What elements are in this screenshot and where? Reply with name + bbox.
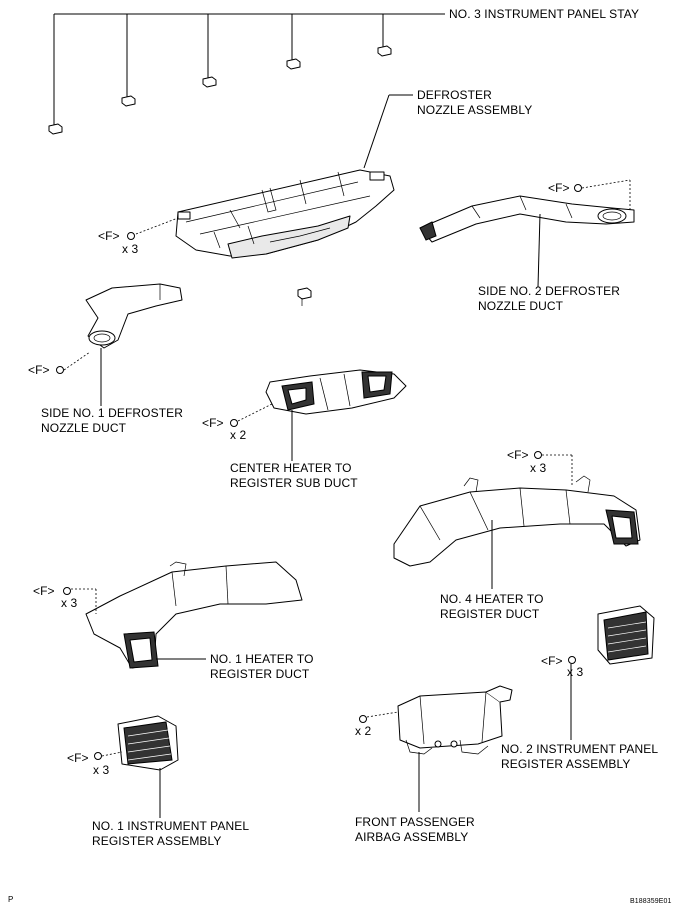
label-center-line1: CENTER HEATER TO (230, 461, 352, 475)
side-no2-screw (574, 179, 631, 210)
panel-stay-clip (48, 45, 392, 135)
no1-duct-qty: x 3 (61, 596, 78, 610)
label-panel-stay: NO. 3 INSTRUMENT PANEL STAY (449, 7, 640, 21)
label-no1-register-line1: NO. 1 INSTRUMENT PANEL (92, 819, 250, 833)
label-airbag-line1: FRONT PASSENGER (355, 815, 475, 829)
no1-register-f-tag: <F> (67, 751, 89, 765)
no1-register-screw (94, 751, 123, 760)
label-no1-duct-line2: REGISTER DUCT (210, 667, 310, 681)
label-side2-line2: NOZZLE DUCT (478, 299, 564, 313)
center-sub-screw (230, 403, 273, 427)
label-no4-line1: NO. 4 HEATER TO (440, 592, 544, 606)
no1-register-qty: x 3 (93, 763, 110, 777)
label-no2-register-line1: NO. 2 INSTRUMENT PANEL (501, 742, 659, 756)
defroster-f-tag: <F> (98, 229, 120, 243)
label-no1-register-line2: REGISTER ASSEMBLY (92, 834, 222, 848)
no4-f-tag: <F> (507, 448, 529, 462)
figure-code: B188359E01 (630, 898, 672, 905)
no4-heater-duct (393, 475, 641, 567)
no1-duct-f-tag: <F> (33, 584, 55, 598)
no4-qty: x 3 (530, 461, 547, 475)
label-airbag-line2: AIRBAG ASSEMBLY (355, 830, 469, 844)
side2-f-tag: <F> (548, 181, 570, 195)
no1-heater-duct (85, 561, 303, 669)
no4-screw (534, 451, 573, 486)
defroster-qty: x 3 (122, 242, 139, 256)
side-no1-duct (85, 283, 183, 349)
label-center-line2: REGISTER SUB DUCT (230, 476, 358, 490)
no2-register-screw (568, 656, 576, 664)
airbag-qty: x 2 (355, 724, 372, 738)
no1-register (117, 715, 179, 771)
side-no2-duct (419, 195, 635, 243)
label-no4-line2: REGISTER DUCT (440, 607, 540, 621)
label-side1-line1: SIDE NO. 1 DEFROSTER (41, 406, 184, 420)
center-qty: x 2 (230, 428, 247, 442)
corner-mark: P (8, 895, 14, 904)
label-defroster-line2: NOZZLE ASSEMBLY (417, 103, 533, 117)
label-defroster-line1: DEFROSTER (417, 88, 492, 102)
label-no2-register-line2: REGISTER ASSEMBLY (501, 757, 631, 771)
no2-register-f-tag: <F> (541, 654, 563, 668)
center-sub-duct (265, 369, 407, 415)
side-no2-leader-line (537, 213, 541, 288)
airbag-screw (359, 711, 399, 723)
side-no1-screw (56, 351, 91, 374)
airbag-assembly (397, 685, 513, 755)
no2-register (597, 605, 655, 665)
label-no1-duct-line1: NO. 1 HEATER TO (210, 652, 314, 666)
side1-f-tag: <F> (28, 363, 50, 377)
defroster-screw (127, 217, 179, 240)
defroster-leader-line (363, 94, 390, 169)
panel-stay-callout (53, 13, 445, 126)
defroster-nozzle-assembly (175, 169, 395, 306)
label-side2-line1: SIDE NO. 2 DEFROSTER (478, 284, 621, 298)
label-side1-line2: NOZZLE DUCT (41, 421, 127, 435)
no2-register-qty: x 3 (567, 665, 584, 679)
center-f-tag: <F> (202, 416, 224, 430)
no1-duct-screw (63, 587, 97, 614)
